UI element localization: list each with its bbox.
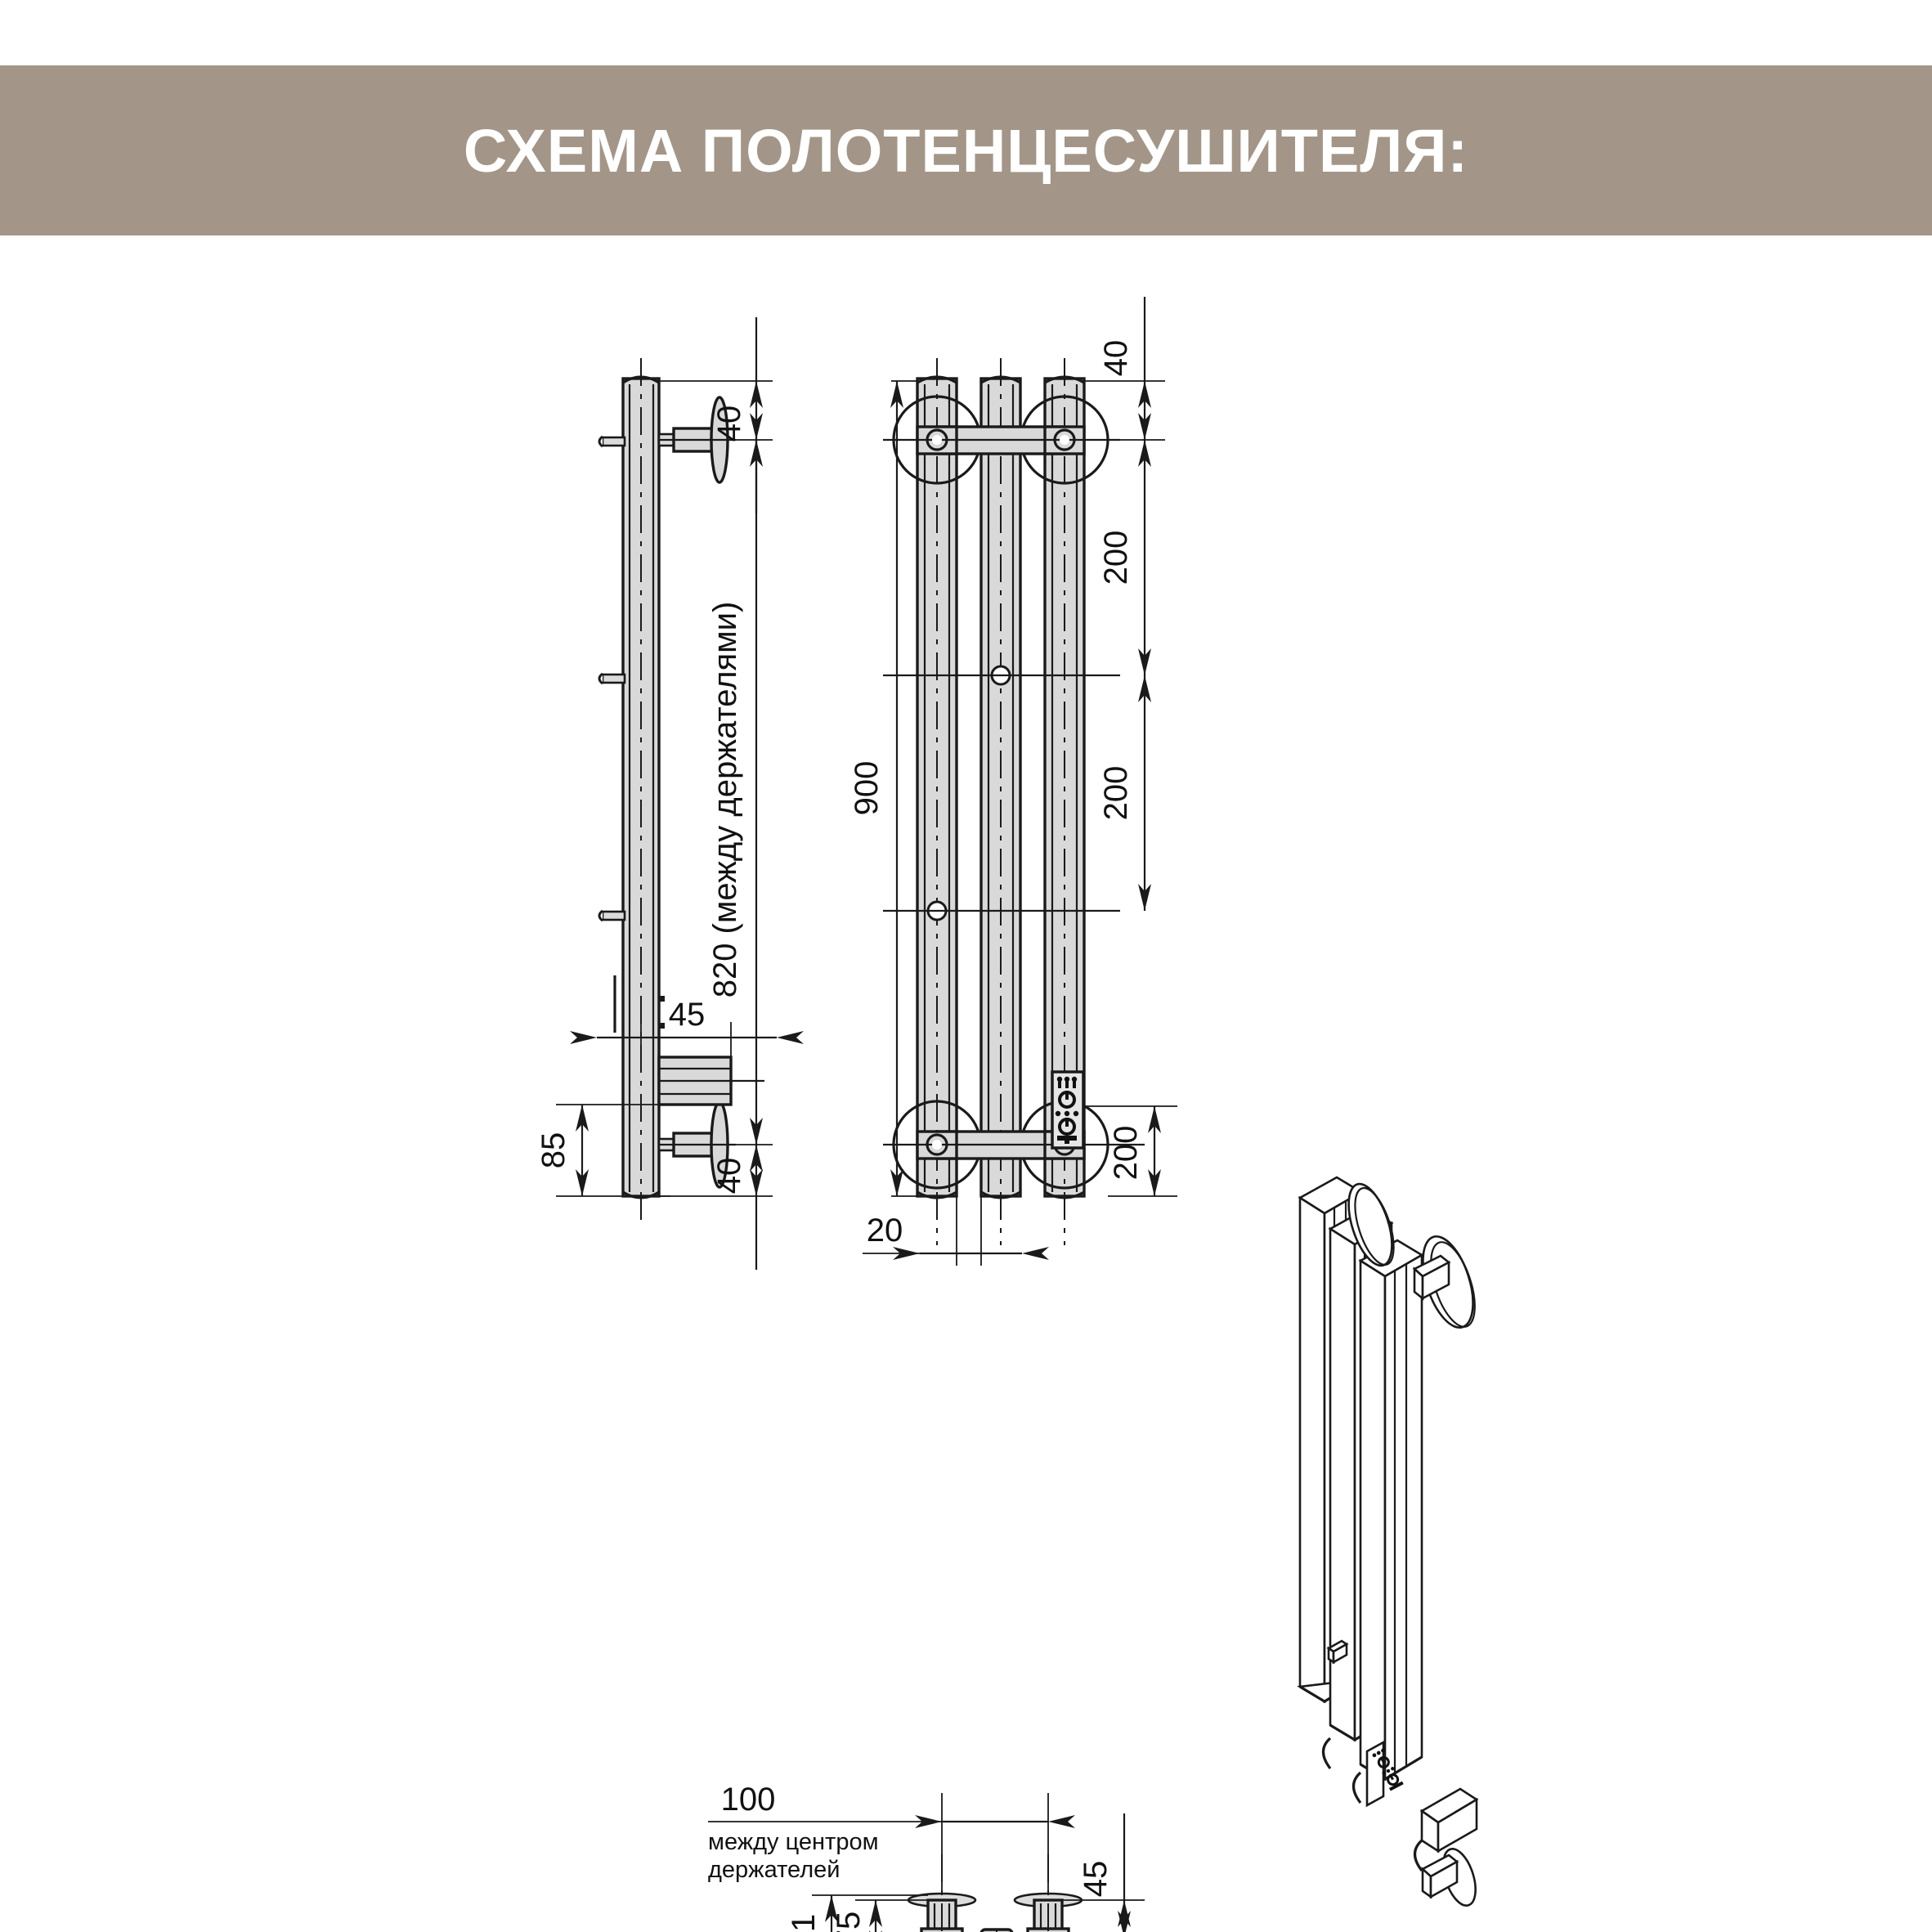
dimension-front-200-upper: 200: [1098, 440, 1151, 675]
hook-icon: [598, 909, 626, 922]
dim-label-front-top-40: 40: [1098, 340, 1134, 377]
wall-mount-icon: [1412, 1235, 1476, 1329]
side-tube-marker-1: [659, 996, 665, 1002]
dim-note-detail-100-line1: между центром: [708, 1829, 879, 1855]
wall-mount-icon: [1347, 1182, 1395, 1267]
iso-mount-arc-2: [1321, 1737, 1332, 1769]
page-title: СХЕМА ПОЛОТЕНЦЕСУШИТЕЛЯ:: [463, 116, 1469, 185]
detail-center-connector: [979, 1928, 1014, 1932]
dimension-side-bottom-40: 40: [659, 1144, 773, 1270]
technical-drawing-area: 40 820 (между держателями) 45 85 40: [0, 235, 1932, 1932]
iso-tube-3: [1358, 1239, 1424, 1782]
dim-label-front-bottom-200: 200: [1108, 1126, 1144, 1181]
dim-label-front-200-upper: 200: [1098, 531, 1134, 585]
dimension-front-bottom-200: 200: [1083, 1105, 1177, 1197]
dimension-detail-100: 100 между центром держателей: [708, 1782, 1075, 1895]
front-lower-port: [883, 900, 1120, 921]
detail-holder-right: [1013, 1854, 1083, 1932]
dimension-side-45: 45: [570, 997, 804, 1057]
dimension-front-20: 20: [863, 1196, 1049, 1266]
dim-label-detail-75: 75: [831, 1912, 867, 1932]
dimension-detail-75: 75: [831, 1899, 928, 1932]
wall-mount-icon: [1413, 1787, 1479, 1907]
dim-label-side-820: 820 (между держателями): [707, 602, 743, 998]
dim-label-detail-91: 91: [786, 1914, 822, 1932]
iso-mount-arc: [1352, 1771, 1362, 1804]
dimension-detail-45: 45: [1062, 1813, 1145, 1932]
view-isometric: [1297, 1176, 1479, 1907]
wall-mount-icon: [657, 396, 736, 484]
side-tube-marker-2: [659, 1023, 665, 1029]
hook-icon: [598, 435, 626, 448]
dimension-side-top-40: 40: [659, 317, 773, 513]
dim-label-detail-45: 45: [1078, 1861, 1114, 1898]
tech-drawing-svg: 40 820 (между держателями) 45 85 40: [536, 297, 1479, 1932]
dim-label-detail-100: 100: [721, 1782, 776, 1818]
dim-label-side-45: 45: [669, 997, 706, 1033]
front-top-mount-assembly: [883, 395, 1120, 485]
dimension-front-top-40: 40: [1084, 297, 1165, 441]
dim-label-front-200-lower: 200: [1098, 766, 1134, 821]
dim-label-side-top-40: 40: [711, 406, 747, 442]
view-side: 40 820 (между держателями) 45 85 40: [536, 317, 804, 1270]
dimension-side-85: 85: [536, 1104, 670, 1197]
control-panel-icon[interactable]: [1051, 1070, 1085, 1150]
wall-mount-icon: [657, 1100, 736, 1189]
view-front: 40 200 200 900 200: [849, 297, 1177, 1266]
header-band: СХЕМА ПОЛОТЕНЦЕСУШИТЕЛЯ:: [0, 65, 1932, 235]
control-panel-icon[interactable]: [1365, 1740, 1404, 1808]
dimension-front-200-lower: 200: [1098, 675, 1151, 911]
dim-label-side-bottom-40: 40: [711, 1158, 747, 1195]
dimension-front-900: 900: [849, 380, 917, 1197]
dim-label-front-20: 20: [867, 1213, 903, 1248]
hook-icon: [598, 672, 626, 685]
dim-note-detail-100-line2: держателей: [708, 1857, 840, 1883]
side-connection-block: [657, 1056, 764, 1106]
dimension-side-820: 820 (между держателями): [707, 440, 763, 1145]
dim-label-front-900: 900: [849, 761, 885, 816]
hook-icon: [1326, 1639, 1349, 1665]
view-top-detail: 100 между центром держателей 91 75 45: [708, 1782, 1145, 1932]
dim-label-side-85: 85: [536, 1132, 572, 1169]
front-middle-port: [883, 665, 1120, 686]
